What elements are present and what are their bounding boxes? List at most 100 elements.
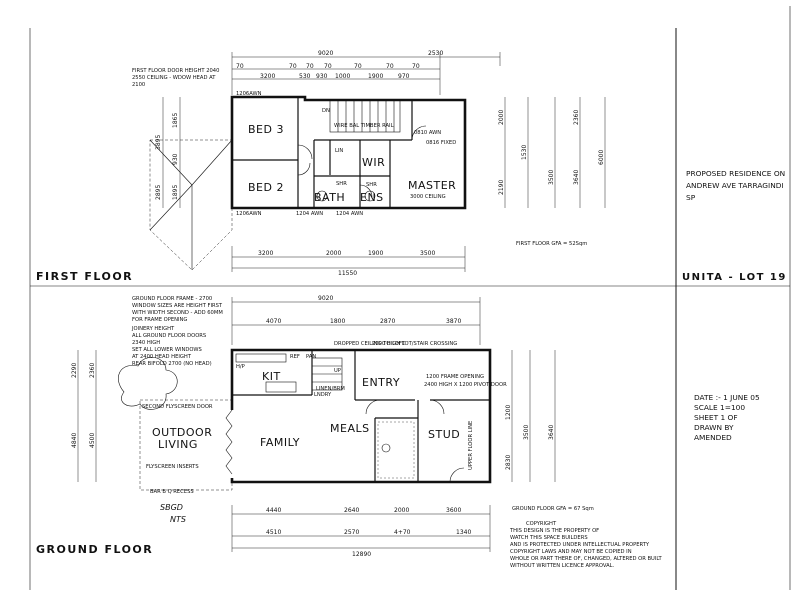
svg-text:0816 FIXED: 0816 FIXED [426,140,456,146]
drawing-scale: SCALE 1=100 [694,403,745,412]
svg-text:3500: 3500 [548,170,555,185]
svg-text:2895: 2895 [155,185,162,200]
svg-text:4+70: 4+70 [394,529,411,536]
svg-text:LINEN/BRM: LINEN/BRM [316,386,345,392]
svg-text:70: 70 [289,63,297,70]
svg-text:1200: 1200 [505,405,512,420]
svg-text:930: 930 [316,73,328,80]
svg-text:1530: 1530 [521,145,528,160]
svg-text:2530: 2530 [428,50,443,57]
svg-text:2290: 2290 [71,363,78,378]
svg-text:4840: 4840 [71,433,78,448]
svg-text:LNDRY: LNDRY [314,392,332,398]
svg-text:3640: 3640 [548,425,555,440]
handwritten-note: SBGD [160,503,183,512]
room-master: MASTER [408,179,456,192]
svg-text:COPYRIGHT LAWS AND MAY NOT BE: COPYRIGHT LAWS AND MAY NOT BE COPIED IN [510,549,632,555]
tree-icon [118,357,178,410]
gf-gfa: GROUND FLOOR GFA = 67 Sqm [512,506,594,512]
project-name: PROPOSED RESIDENCE ON [686,169,785,178]
svg-text:2340 HIGH: 2340 HIGH [132,340,160,346]
svg-text:530: 530 [299,73,311,80]
svg-text:4510: 4510 [266,529,281,536]
svg-text:1206AWN: 1206AWN [236,91,262,97]
svg-text:3895: 3895 [155,135,162,150]
svg-text:WINDOW SIZES ARE HEIGHT FIRST: WINDOW SIZES ARE HEIGHT FIRST [132,303,223,309]
rear-bifold-door [225,409,233,475]
svg-text:SECOND FLYSCREEN DOOR: SECOND FLYSCREEN DOOR [142,404,213,410]
ff-gfa: FIRST FLOOR GFA = 52Sqm [516,241,587,247]
svg-text:DROPPED CEILING TO LOFT: DROPPED CEILING TO LOFT [334,341,406,347]
svg-text:3500: 3500 [420,250,435,257]
svg-text:1865: 1865 [172,113,179,128]
svg-text:4070: 4070 [266,318,281,325]
svg-text:WATCH THIS SPACE BUILDERS: WATCH THIS SPACE BUILDERS [510,535,588,541]
svg-text:2400 HIGH X 1200 PIVOT DOOR: 2400 HIGH X 1200 PIVOT DOOR [424,382,507,388]
svg-text:GROUND FLOOR FRAME - 2700: GROUND FLOOR FRAME - 2700 [132,296,212,302]
ff-toilet [316,190,328,202]
room-entry: ENTRY [362,376,400,389]
svg-text:AT 2400 HEAD HEIGHT: AT 2400 HEAD HEIGHT [132,354,192,360]
svg-text:1204 AWN: 1204 AWN [336,211,363,217]
svg-text:REAR BIFOLD 2700 (NO HEAD): REAR BIFOLD 2700 (NO HEAD) [132,361,212,367]
svg-text:12890: 12890 [352,551,371,558]
ff-stair [329,99,401,133]
svg-text:BAR B Q RECESS: BAR B Q RECESS [150,489,194,495]
svg-text:NTS: NTS [170,515,186,524]
ground-floor-plan: GROUND FLOOR FRAME - 2700 WINDOW SIZES A… [36,295,663,569]
drawing-date: DATE :- 1 JUNE 05 [694,393,760,402]
svg-text:2100: 2100 [132,82,145,88]
svg-text:ALL GROUND FLOOR DOORS: ALL GROUND FLOOR DOORS [132,333,206,339]
svg-text:1340: 1340 [456,529,471,536]
svg-text:DRAWN BY: DRAWN BY [694,423,734,432]
svg-text:SHR: SHR [366,182,377,188]
ff-roof-outline [149,139,233,271]
svg-text:AMENDED: AMENDED [694,433,732,442]
svg-text:2830: 2830 [505,455,512,470]
svg-text:0810 AWN: 0810 AWN [414,130,441,136]
svg-text:THIS DESIGN IS THE PROPERTY OF: THIS DESIGN IS THE PROPERTY OF [509,528,599,534]
svg-text:3000 CEILING: 3000 CEILING [410,194,446,200]
svg-text:SP: SP [686,193,696,202]
room-outdoor: OUTDOOR [152,426,212,439]
svg-text:DN: DN [322,108,330,114]
copyright-notice: COPYRIGHT THIS DESIGN IS THE PROPERTY OF… [509,521,663,569]
svg-text:70: 70 [236,63,244,70]
svg-text:UPPER FLOOR LINE: UPPER FLOOR LINE [468,421,474,470]
svg-text:70: 70 [412,63,420,70]
svg-text:2000: 2000 [394,507,409,514]
svg-text:1895: 1895 [172,185,179,200]
svg-text:SET ALL LOWER WINDOWS: SET ALL LOWER WINDOWS [132,347,202,353]
room-family: FAMILY [260,436,300,449]
svg-text:PAN: PAN [306,354,316,360]
gf-stair [311,357,343,391]
svg-text:LIVING: LIVING [158,438,198,451]
svg-text:AND IS PROTECTED UNDER INTELLE: AND IS PROTECTED UNDER INTELLECTUAL PROP… [510,542,650,548]
svg-text:1900: 1900 [368,73,383,80]
svg-text:SHEET 1 OF: SHEET 1 OF [694,413,738,422]
svg-text:1800: 1800 [330,318,345,325]
svg-text:2000: 2000 [326,250,341,257]
svg-text:2360: 2360 [573,110,580,125]
svg-text:2550 CEILING - WDOW HEAD AT: 2550 CEILING - WDOW HEAD AT [132,75,216,81]
svg-text:UP: UP [334,368,341,374]
svg-text:3640: 3640 [573,170,580,185]
room-meals: MEALS [330,422,370,435]
first-floor-plan: 9020 2530 3200 530 930 1000 1900 970 70 … [36,50,606,283]
svg-text:LIN: LIN [335,148,343,154]
svg-text:70: 70 [324,63,332,70]
svg-text:4500: 4500 [89,433,96,448]
svg-text:6000: 6000 [598,150,605,165]
svg-text:1204 AWN: 1204 AWN [296,211,323,217]
svg-text:2000 HIGH LOT/STAIR CROSSING: 2000 HIGH LOT/STAIR CROSSING [372,341,457,347]
kitchen-island [265,381,297,393]
svg-text:3500: 3500 [523,425,530,440]
svg-text:WIRE BAL TIMBER RAIL: WIRE BAL TIMBER RAIL [334,123,394,129]
svg-text:SHR: SHR [336,181,347,187]
title-block: PROPOSED RESIDENCE ON ANDREW AVE TARRAGI… [682,169,785,442]
gf-dim-top: 9020 [318,295,333,302]
svg-text:1206AWN: 1206AWN [236,211,262,217]
svg-text:70: 70 [306,63,314,70]
room-bed2: BED 2 [248,181,284,194]
